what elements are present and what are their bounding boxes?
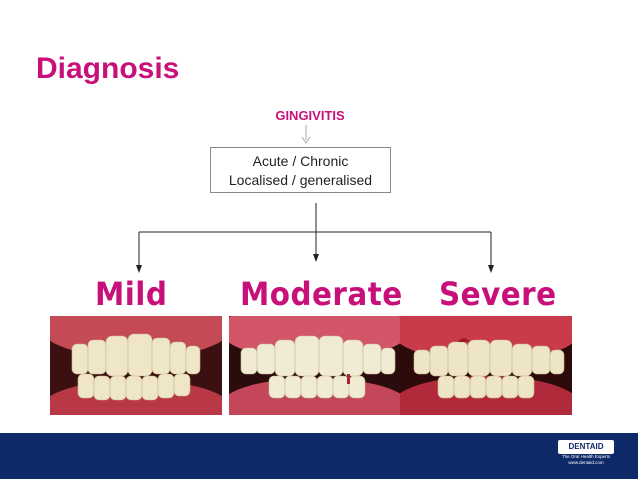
- box-line-1: Acute / Chronic: [252, 153, 349, 169]
- box-line-2: Localised / generalised: [228, 172, 373, 188]
- slide-title: Diagnosis: [36, 52, 180, 85]
- logo-website: www.dentaid.com: [568, 460, 604, 465]
- logo-tagline: The Oral Health Experts: [561, 454, 611, 459]
- level-mild: Mild: [95, 275, 168, 313]
- root-label: GINGIVITIS: [275, 108, 345, 123]
- connector-lines: [136, 125, 494, 273]
- moderate-gingivitis-photo: [229, 316, 401, 415]
- severe-gingivitis-photo: [400, 316, 572, 415]
- logo-wordmark: DENTAID: [558, 440, 614, 454]
- level-moderate: Moderate: [240, 275, 403, 313]
- footer-bar: [0, 433, 638, 479]
- level-severe: Severe: [439, 275, 557, 313]
- mild-gingivitis-photo: [50, 316, 222, 415]
- classification-box: Acute / Chronic Localised / generalised: [210, 147, 391, 193]
- brand-logo: DENTAID The Oral Health Experts www.dent…: [558, 440, 614, 468]
